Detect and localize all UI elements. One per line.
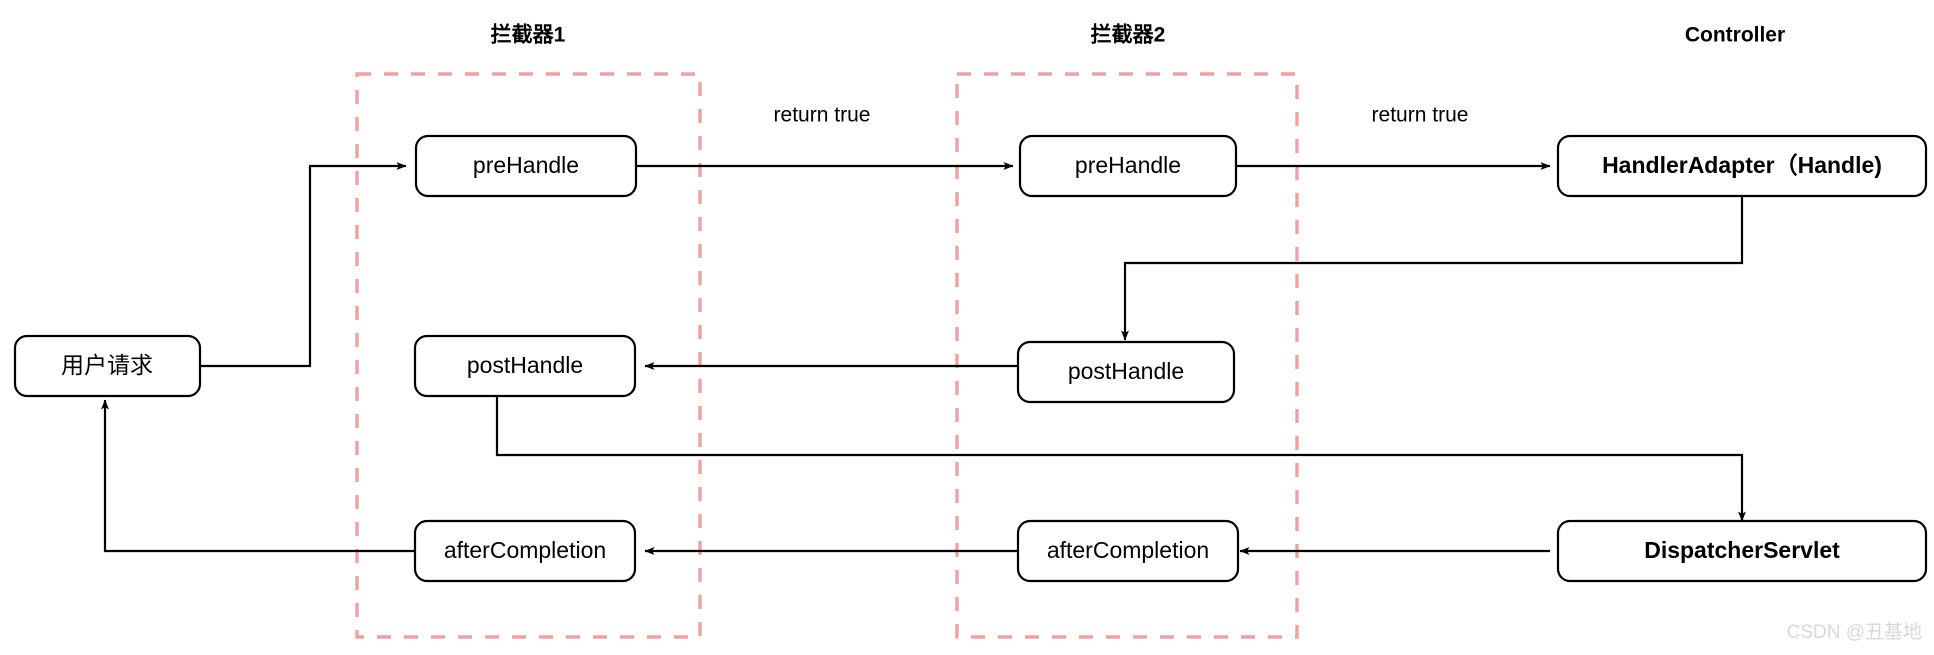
node-post-handle-1-label: postHandle	[467, 352, 583, 378]
node-handler-adapter-label: HandlerAdapter（Handle)	[1602, 152, 1882, 178]
node-after-completion-1[interactable]: afterCompletion	[413, 519, 637, 583]
group-title-interceptor2: 拦截器2	[1091, 24, 1166, 47]
group-box-interceptor2	[955, 72, 1299, 639]
node-pre-handle-2-box[interactable]	[1018, 134, 1238, 198]
node-pre-handle-2[interactable]: preHandle	[1018, 134, 1238, 198]
watermark-text: CSDN @丑基地	[1787, 621, 1922, 643]
edge-label-return-true-1: return true	[774, 104, 871, 127]
node-pre-handle-1-label: preHandle	[473, 152, 579, 178]
node-after-completion-1-box[interactable]	[413, 519, 637, 583]
edge-label-return-true-2: return true	[1372, 104, 1469, 127]
group-title-interceptor1: 拦截器1	[491, 24, 566, 47]
node-post-handle-2-label: postHandle	[1068, 358, 1184, 384]
node-handler-adapter-box[interactable]	[1556, 134, 1928, 198]
node-post-handle-2-box[interactable]	[1016, 340, 1236, 404]
edge-posthandle1-to-dispatcherservlet	[495, 396, 1746, 522]
node-pre-handle-2-label: preHandle	[1075, 152, 1181, 178]
node-dispatcher-servlet-label: DispatcherServlet	[1644, 537, 1840, 563]
node-after-completion-2[interactable]: afterCompletion	[1016, 519, 1240, 583]
node-after-completion-2-box[interactable]	[1016, 519, 1240, 583]
node-pre-handle-1-box[interactable]	[414, 134, 638, 198]
node-post-handle-2[interactable]: postHandle	[1016, 340, 1236, 404]
node-dispatcher-servlet-box[interactable]	[1556, 519, 1928, 583]
node-after-completion-1-label: afterCompletion	[444, 537, 606, 563]
node-after-completion-2-label: afterCompletion	[1047, 537, 1209, 563]
edge-aftercompletion1-to-user-request	[101, 399, 415, 553]
group-box-interceptor1	[355, 72, 702, 639]
node-handler-adapter[interactable]: HandlerAdapter（Handle)	[1556, 134, 1928, 198]
node-pre-handle-1[interactable]: preHandle	[414, 134, 638, 198]
node-user-request[interactable]: 用户请求	[13, 334, 202, 398]
node-post-handle-1-box[interactable]	[413, 334, 637, 398]
edge-user-request-to-prehandle1	[200, 162, 407, 368]
node-user-request-box[interactable]	[13, 334, 202, 398]
node-user-request-label: 用户请求	[61, 352, 153, 378]
node-dispatcher-servlet[interactable]: DispatcherServlet	[1556, 519, 1928, 583]
node-post-handle-1[interactable]: postHandle	[413, 334, 637, 398]
edge-handleradapter-to-posthandle2	[1121, 196, 1744, 341]
group-title-controller: Controller	[1685, 24, 1785, 47]
